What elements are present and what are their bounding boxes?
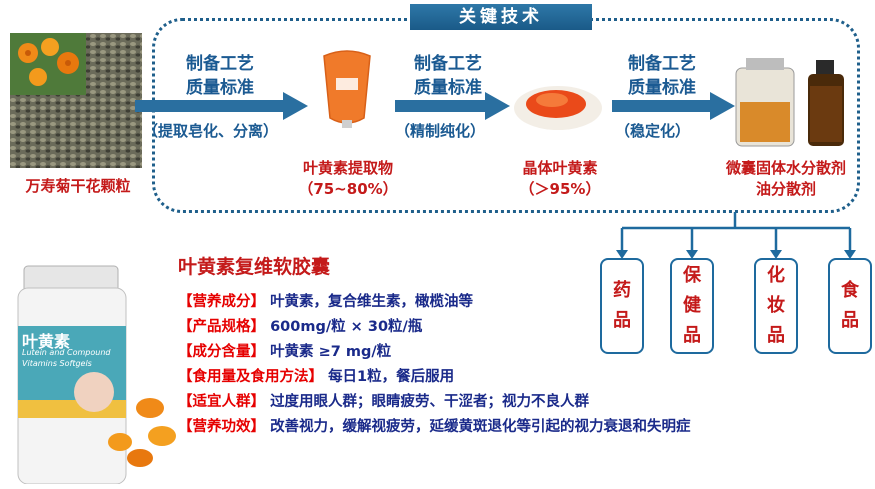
arrow-2-head: [485, 92, 510, 120]
info-row: 【成分含量】 叶黄素 ≥7 mg/粒: [178, 344, 392, 360]
key-technology-banner: 关键技术: [410, 4, 592, 30]
bottle-brand: 叶黄素: [22, 332, 71, 351]
product-title: 叶黄素复维软胶囊: [178, 256, 331, 278]
arrow-1-shaft: [135, 100, 285, 112]
step-1-method: （提取皂化、分离）: [143, 122, 279, 140]
info-row: 【产品规格】 600mg/粒 × 30粒/瓶: [178, 319, 423, 335]
step-2-label: 制备工艺质量标准: [414, 54, 482, 98]
info-row: 【适宜人群】 过度用眼人群；眼睛疲劳、干涩者；视力不良人群: [178, 394, 590, 410]
arrow-3-head: [710, 92, 735, 120]
application-health-product: 保健品: [670, 258, 714, 354]
bottle-english-1: Lutein and Compound: [22, 348, 111, 357]
application-medicine: 药品: [600, 258, 644, 354]
bottle-english-2: Vitamins Softgels: [22, 359, 92, 368]
product-3-name: 微囊固体水分散剂 油分散剂: [725, 159, 846, 198]
arrow-3-shaft: [612, 100, 712, 112]
info-row: 【营养功效】 改善视力，缓解视疲劳，延缓黄斑退化等引起的视力衰退和失明症: [178, 419, 691, 435]
step-3-label: 制备工艺质量标准: [628, 54, 696, 98]
arrow-2-shaft: [395, 100, 487, 112]
info-list: 【营养成分】 叶黄素，复合维生素，橄榄油等 【产品规格】 600mg/粒 × 3…: [178, 290, 691, 440]
product-2-name: 晶体叶黄素 （＞95%）: [519, 159, 601, 198]
info-row: 【营养成分】 叶黄素，复合维生素，橄榄油等: [178, 294, 474, 310]
extract-bag-image: [318, 48, 376, 132]
step-1-label: 制备工艺质量标准: [186, 54, 254, 98]
product-1-name: 叶黄素提取物 （75~80%）: [298, 159, 398, 198]
softgel-bottle-image: 叶黄素 Lutein and Compound Vitamins Softgel…: [10, 262, 180, 485]
arrow-1-head: [283, 92, 308, 120]
crystal-powder-image: [512, 70, 604, 132]
dispersant-jars-image: [734, 56, 854, 148]
step-2-method: （精制纯化）: [395, 122, 486, 140]
marigold-photo: [10, 33, 142, 168]
application-cosmetics: 化妆品: [754, 258, 798, 354]
source-label: 万寿菊干花颗粒: [25, 177, 131, 195]
step-3-method: （稳定化）: [615, 122, 691, 140]
info-row: 【食用量及食用方法】 每日1粒，餐后服用: [178, 369, 455, 385]
application-food: 食品: [828, 258, 872, 354]
